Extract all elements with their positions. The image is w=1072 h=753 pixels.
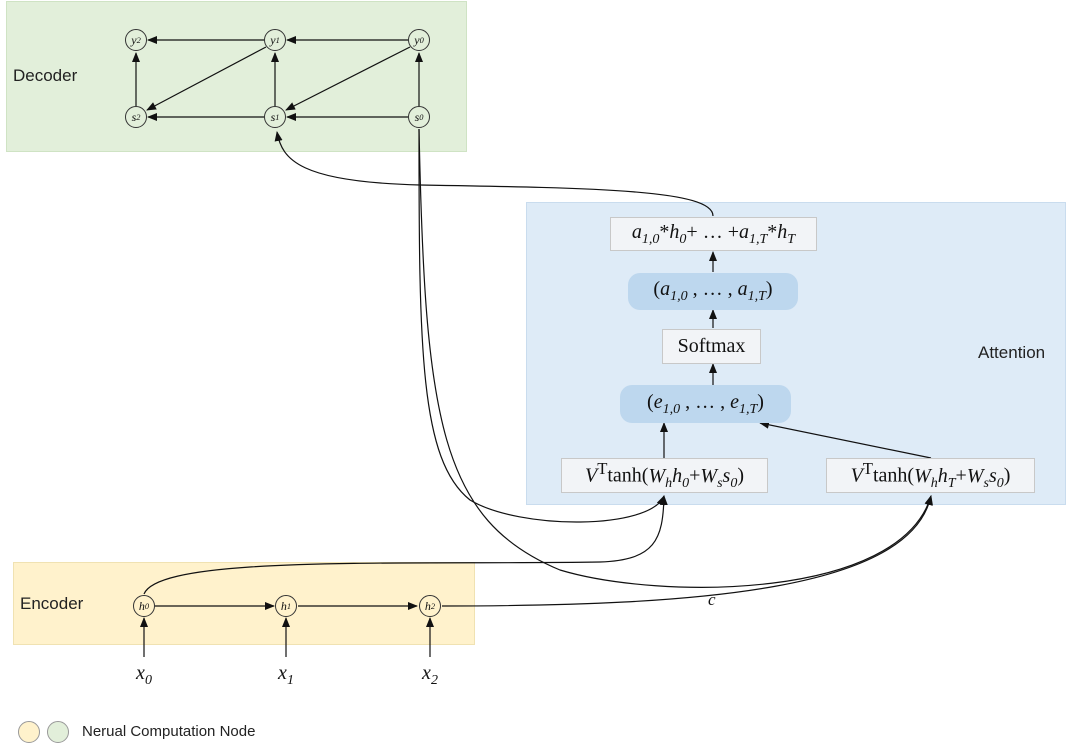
edge-s0-score0 (418, 128, 665, 523)
softmax-box: Softmax (662, 329, 761, 364)
edge-y0-s1 (285, 46, 411, 111)
score-T-text: VTtanh(WhhT+Wss0) (850, 459, 1011, 491)
node-y2-sub: 2 (136, 35, 141, 45)
attention-scores-text: (e1,0 , … , e1,T) (647, 390, 764, 417)
input-x2: x2 (410, 662, 450, 689)
attention-scores-box: (e1,0 , … , e1,T) (620, 385, 791, 423)
node-y1-base: y (270, 32, 276, 47)
decoder-panel (6, 1, 467, 152)
softmax-text: Softmax (677, 335, 746, 357)
node-y0-sub: 0 (419, 35, 424, 45)
node-h0-base: h (138, 598, 145, 613)
node-s1-base: s (270, 109, 276, 124)
input-x1-base: x (278, 662, 287, 684)
input-x0: x0 (124, 662, 164, 689)
edge-s0-scoreT (418, 128, 933, 588)
input-x0-sub: 0 (144, 673, 152, 688)
input-x0-base: x (136, 662, 145, 684)
edge-h0-score0 (143, 495, 668, 595)
weighted-sum-box: a1,0*h0+ … +a1,T*hT (610, 217, 817, 251)
node-s1-sub: 1 (275, 112, 280, 122)
attention-panel (526, 202, 1066, 505)
edge-scoreT-scores (759, 420, 932, 459)
node-s2-base: s (131, 109, 137, 124)
attention-weights-text: (a1,0 , … , a1,T) (653, 278, 773, 304)
node-s0-base: s (414, 109, 420, 124)
edge-h2-scoreT (441, 495, 933, 607)
encoder-panel (13, 562, 475, 645)
score-0-text: VTtanh(Whh0+Wss0) (584, 459, 745, 491)
input-x1-sub: 1 (286, 673, 294, 688)
context-label: c (708, 590, 716, 609)
input-x2-base: x (422, 662, 431, 684)
node-h2-sub: 2 (430, 601, 436, 611)
node-y0-base: y (414, 32, 420, 47)
legend-decoder-swatch (47, 721, 69, 743)
input-x2-sub: 2 (430, 673, 438, 688)
node-y1-sub: 1 (275, 35, 280, 45)
attention-weights-box: (a1,0 , … , a1,T) (628, 273, 798, 310)
node-h0-sub: 0 (144, 601, 150, 611)
edge-sum-s1 (274, 131, 714, 217)
legend-label: Nerual Computation Node (82, 723, 256, 740)
node-y2-base: y (131, 32, 137, 47)
node-h1-sub: 1 (286, 601, 292, 611)
node-s2-sub: 2 (136, 112, 141, 122)
node-h2-base: h (424, 598, 431, 613)
input-x1: x1 (266, 662, 306, 689)
score-0-box: VTtanh(Whh0+Wss0) (561, 458, 768, 493)
encoder-label: Encoder (20, 594, 84, 613)
weighted-sum-text: a1,0*h0+ … +a1,T*hT (631, 220, 796, 247)
attention-label: Attention (978, 343, 1046, 362)
node-h1-base: h (280, 598, 287, 613)
score-T-box: VTtanh(WhhT+Wss0) (826, 458, 1035, 493)
node-s0-sub: 0 (419, 112, 424, 122)
decoder-label: Decoder (13, 66, 78, 85)
edge-y1-s2 (146, 46, 267, 111)
legend-encoder-swatch (18, 721, 40, 743)
